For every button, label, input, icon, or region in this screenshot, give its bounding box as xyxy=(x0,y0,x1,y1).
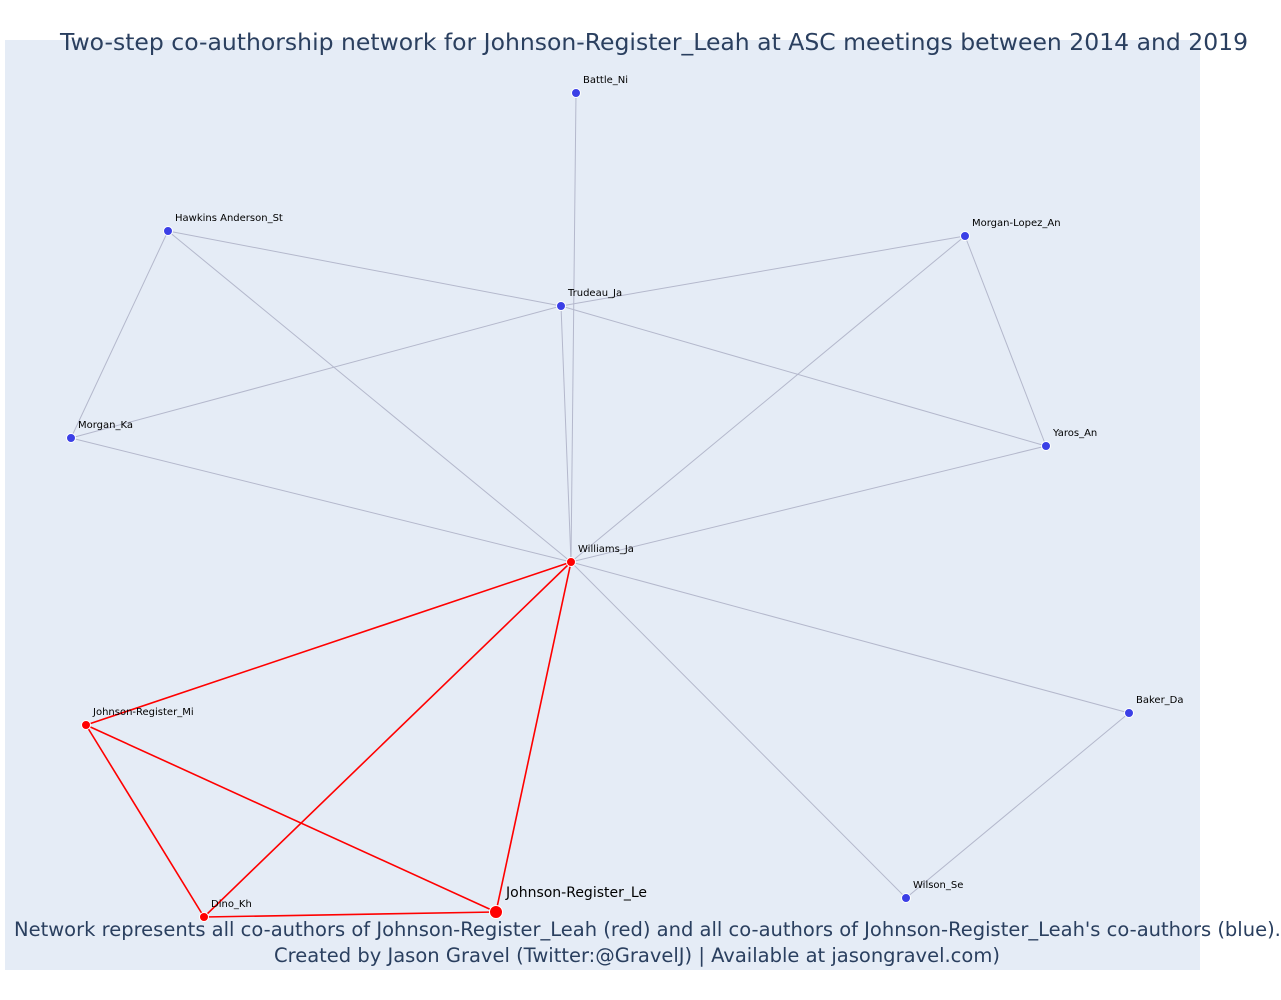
node-label-jrmi: Johnson-Register_Mi xyxy=(92,707,194,718)
edge-dino-jrle xyxy=(203,911,497,918)
node-dino[interactable] xyxy=(199,912,209,922)
node-label-dino: Dino_Kh xyxy=(211,899,252,910)
node-label-trudeau: Trudeau_Ja xyxy=(567,288,622,299)
node-label-jrle: Johnson-Register_Le xyxy=(505,885,647,901)
node-jrmi[interactable] xyxy=(81,720,91,730)
node-yaros[interactable] xyxy=(1041,441,1051,451)
caption-description: Network represents all co-authors of Joh… xyxy=(14,918,1281,941)
node-jrle[interactable] xyxy=(489,905,503,919)
edge-jrmi-dino xyxy=(85,724,205,918)
edge-trudeau-yaros xyxy=(560,305,1047,447)
node-battle[interactable] xyxy=(571,88,581,98)
edge-morganlopez-williams xyxy=(570,235,966,563)
edge-williams-baker xyxy=(570,561,1130,714)
edge-baker-wilson xyxy=(905,712,1130,899)
edge-hawkins-williams xyxy=(167,230,572,563)
edge-williams-jrmi xyxy=(85,561,572,726)
node-label-yaros: Yaros_An xyxy=(1052,428,1097,439)
edge-trudeau-morganlopez xyxy=(560,235,966,307)
edge-battle-williams xyxy=(570,92,577,563)
plot-area xyxy=(5,40,1200,970)
node-label-williams: Williams_Ja xyxy=(578,544,634,555)
node-baker[interactable] xyxy=(1124,708,1134,718)
edge-trudeau-morganka xyxy=(70,305,562,439)
node-label-morganka: Morgan_Ka xyxy=(78,420,133,431)
node-hawkins[interactable] xyxy=(163,226,173,236)
caption-credits: Created by Jason Gravel (Twitter:@Gravel… xyxy=(274,944,1000,967)
node-trudeau[interactable] xyxy=(556,301,566,311)
node-williams[interactable] xyxy=(566,557,576,567)
edge-yaros-williams xyxy=(570,445,1047,563)
nodes-layer xyxy=(66,88,1134,922)
edge-hawkins-morganka xyxy=(70,230,169,439)
node-label-battle: Battle_Ni xyxy=(583,75,628,86)
node-morganka[interactable] xyxy=(66,433,76,443)
node-label-baker: Baker_Da xyxy=(1136,695,1184,706)
edge-williams-wilson xyxy=(570,561,907,899)
edge-jrmi-jrle xyxy=(85,724,497,913)
edge-williams-dino xyxy=(203,561,572,918)
node-label-morganlopez: Morgan-Lopez_An xyxy=(972,218,1061,229)
edges-layer xyxy=(70,92,1130,918)
edge-hawkins-trudeau xyxy=(167,230,562,307)
node-morganlopez[interactable] xyxy=(960,231,970,241)
edge-williams-jrle xyxy=(495,561,572,913)
edge-morganka-williams xyxy=(70,437,572,563)
chart-title: Two-step co-authorship network for Johns… xyxy=(60,28,1249,56)
edge-morganlopez-yaros xyxy=(964,235,1047,447)
node-label-hawkins: Hawkins Anderson_St xyxy=(175,213,283,224)
node-label-wilson: Wilson_Se xyxy=(913,880,963,891)
edge-trudeau-williams xyxy=(560,305,572,563)
node-wilson[interactable] xyxy=(901,893,911,903)
